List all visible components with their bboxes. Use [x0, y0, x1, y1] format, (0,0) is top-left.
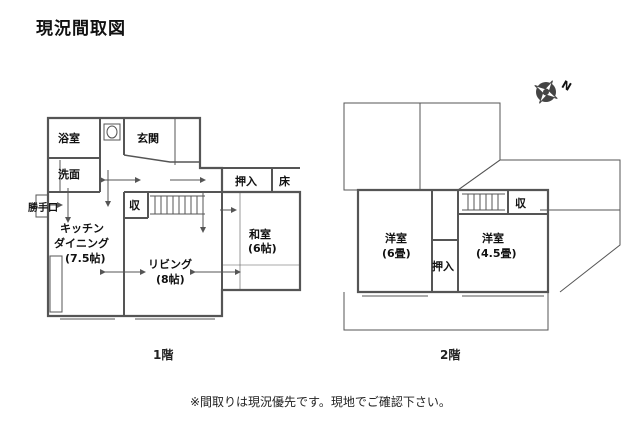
kitchen-counter: [49, 255, 63, 313]
room-label-entrance: 玄関: [137, 131, 159, 145]
room-label-back-door: 勝手口: [28, 201, 58, 214]
floor-label-2f: 2階: [440, 348, 461, 362]
room-label-washroom: 洗面: [58, 167, 80, 181]
disclaimer-note: ※間取りは現況優先です。現地でご確認下さい。: [190, 395, 451, 409]
first-floor-flow-arrows: [48, 170, 241, 275]
first-floor-stairs: [150, 195, 205, 215]
room-label-closet: 押入: [432, 259, 454, 273]
room-label-living-size: (8帖): [156, 272, 185, 286]
second-floor-outer-wall: [356, 188, 550, 294]
page-title: 現況間取図: [36, 19, 126, 39]
room-label-kitchen-line2: ダイニング: [54, 236, 109, 250]
second-floor-plan: [343, 102, 621, 331]
compass-icon: N: [534, 78, 574, 104]
first-floor-labels: 浴室 玄関 洗面 押入 床 勝手口 収 キッチン ダイニング (7.5帖) リビ…: [28, 131, 291, 286]
room-label-western-2-size: (4.5畳): [476, 247, 517, 260]
first-floor-plan: [35, 116, 302, 320]
room-label-washitsu: 和室: [249, 227, 271, 241]
room-label-storage-closet: 押入: [235, 174, 257, 188]
room-label-bath: 浴室: [58, 131, 80, 145]
room-label-storage: 収: [129, 199, 141, 212]
second-floor-stairs: [462, 193, 505, 211]
room-label-kitchen-size: (7.5帖): [65, 251, 106, 265]
second-floor-labels: 収 洋室 (6畳) 押入 洋室 (4.5畳): [382, 197, 527, 273]
first-floor-outer-wall: [46, 116, 302, 318]
room-label-2f-storage: 収: [515, 197, 527, 210]
room-label-alcove: 床: [279, 174, 291, 188]
compass-north-letter: N: [559, 78, 573, 94]
room-label-western-1: 洋室: [385, 231, 407, 245]
back-door-step: [35, 194, 49, 218]
room-label-washitsu-size: (6帖): [248, 241, 277, 255]
room-label-kitchen-line1: キッチン: [60, 222, 104, 235]
room-label-western-1-size: (6畳): [382, 247, 411, 260]
room-label-living: リビング: [148, 257, 192, 271]
toilet-icon: [103, 123, 121, 141]
room-label-western-2: 洋室: [482, 231, 504, 245]
floor-label-1f: 1階: [153, 348, 174, 362]
